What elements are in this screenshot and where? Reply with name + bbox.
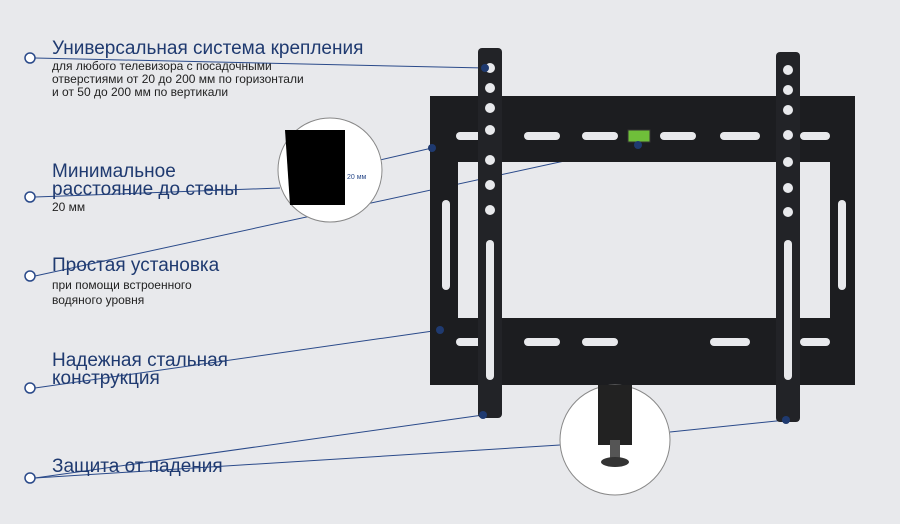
feature-desc-installation: при помощи встроенного водяного уровня — [52, 278, 192, 308]
feature-title-universal: Универсальная система крепления — [52, 38, 364, 59]
wall-plate — [430, 96, 855, 385]
title-line: Минимальное — [52, 161, 176, 182]
bullet-circles — [24, 52, 36, 484]
leader-lines — [34, 57, 787, 479]
title-line: Надежная стальная — [52, 350, 228, 371]
feature-title-steel: Надежная стальная конструкция — [52, 350, 228, 389]
feature-title-installation: Простая установка — [52, 255, 220, 276]
arm-holes — [485, 63, 793, 380]
vertical-arms — [478, 48, 800, 422]
desc-line: отверстиями от 20 до 200 мм по горизонта… — [52, 72, 304, 86]
desc-line: водяного уровня — [52, 293, 145, 307]
water-level — [627, 129, 651, 143]
zoom-label: 20 мм — [347, 174, 367, 181]
feature-desc-distance: 20 мм — [52, 200, 86, 214]
feature-title-fall-protection: Защита от падения — [52, 456, 223, 477]
marker-dots — [428, 64, 790, 424]
title-line: расстояние до стены — [52, 179, 239, 200]
desc-line: и от 50 до 200 мм по вертикали — [52, 85, 229, 99]
desc-line: при помощи встроенного — [52, 278, 192, 292]
title-line: конструкция — [52, 368, 160, 389]
feature-desc-universal: для любого телевизора с посадочными отве… — [52, 60, 304, 99]
desc-line: для любого телевизора с посадочными — [52, 59, 272, 73]
plate-slots — [442, 132, 846, 346]
feature-title-distance: Минимальное расстояние до стены — [52, 161, 239, 200]
